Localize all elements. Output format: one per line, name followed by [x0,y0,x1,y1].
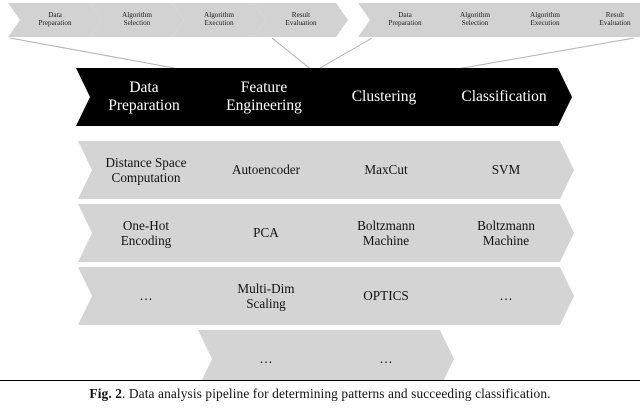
stage-row: Data Preparation Feature Engineering Clu… [0,68,640,126]
mini-right-step-3-line1: Algorithm [530,11,560,20]
mini-left-step-4-line1: Result [291,11,311,20]
method-one-hot-encoding[interactable]: One-Hot Encoding [78,204,214,262]
stage-feature-engineering-line2: Engineering [226,97,302,114]
figure-panel: Data Preparation Algorithm Selection Alg… [0,3,640,381]
mini-right-step-2-line2: Selection [461,19,489,27]
method-r4c2-line1: … [259,351,273,367]
stage-feature-engineering[interactable]: Feature Engineering [196,68,332,126]
mini-right-step-4-line1: Result [605,11,625,20]
mini-right-step-4[interactable]: Result Evaluation [568,3,640,37]
connector-right-outer [439,37,635,73]
stage-data-preparation-line1: Data [129,79,159,97]
mini-left-step-1-line1: Data [48,11,62,20]
mini-left-step-3-line2: Execution [204,19,234,27]
mini-right-step-2-line1: Algorithm [460,11,490,20]
mini-right-step-1-line1: Data [398,11,412,20]
figure-caption: Fig. 2. Data analysis pipeline for deter… [0,386,640,402]
mini-left-step-3[interactable]: Algorithm Execution [172,3,266,37]
mini-left-step-4[interactable]: Result Evaluation [254,3,348,37]
method-row-3: … Multi-Dim Scaling OPTICS … [0,267,640,325]
mini-left-step-3-line1: Algorithm [204,11,234,20]
method-r1c4-line1: SVM [491,162,521,178]
method-ellipsis-data-preparation[interactable]: … [78,267,214,325]
method-ellipsis-clustering[interactable]: … [318,330,454,380]
method-r2c4-line1: Boltzmann [477,217,535,233]
connector-left-inner [271,37,314,72]
method-r1c3-line1: MaxCut [364,162,408,178]
method-r3c1-line1: … [139,288,153,304]
method-r2c1-line2: Encoding [120,233,172,248]
method-r3c2-line2: Scaling [246,296,286,311]
connector-lines [9,37,635,73]
method-ellipsis-feature-engineering[interactable]: … [198,330,334,380]
method-r4c3-line1: … [379,351,393,367]
stage-data-preparation-line2: Preparation [108,97,180,114]
method-r3c2-line1: Multi-Dim [237,280,295,296]
method-boltzmann-machine-classification[interactable]: Boltzmann Machine [438,204,574,262]
method-row-4: … … [0,330,640,380]
method-r1c1-line1: Distance Space [105,154,187,170]
method-r1c2-line1: Autoencoder [231,162,301,178]
method-optics[interactable]: OPTICS [318,267,454,325]
method-svm[interactable]: SVM [438,141,574,199]
stage-clustering-line1: Clustering [351,88,417,106]
method-r2c1-line1: One-Hot [122,217,170,233]
method-distance-space-computation[interactable]: Distance Space Computation [78,141,214,199]
method-r1c1-line2: Computation [111,170,181,185]
mini-right-step-3-line2: Execution [530,19,560,27]
connector-right-inner [314,37,373,72]
stage-classification-line1: Classification [461,88,547,106]
stage-clustering[interactable]: Clustering [316,68,452,126]
stage-data-preparation[interactable]: Data Preparation [76,68,212,126]
mini-left-step-1[interactable]: Data Preparation [8,3,102,37]
mini-left-step-1-line2: Preparation [38,19,72,27]
method-r2c3-line1: Boltzmann [357,217,415,233]
method-pca[interactable]: PCA [198,204,334,262]
method-boltzmann-machine-clustering[interactable]: Boltzmann Machine [318,204,454,262]
method-r2c3-line2: Machine [362,233,410,248]
mini-left-step-2-line2: Selection [123,19,151,27]
method-row-2: One-Hot Encoding PCA Boltzmann Machine B… [0,204,640,262]
stage-classification[interactable]: Classification [436,68,572,126]
figure-caption-text: . Data analysis pipeline for determining… [122,386,551,401]
mini-left-step-2-line1: Algorithm [122,11,152,20]
mini-right-step-4-line2: Evaluation [599,19,631,27]
method-row-1: Distance Space Computation Autoencoder M… [0,141,640,199]
mini-right-step-1-line2: Preparation [388,19,422,27]
figure-caption-number: Fig. 2 [89,386,123,401]
method-r3c4-line1: … [499,288,513,304]
mini-left-step-4-line2: Evaluation [285,19,317,27]
method-multi-dim-scaling[interactable]: Multi-Dim Scaling [198,267,334,325]
method-r3c3-line1: OPTICS [363,288,409,304]
stage-feature-engineering-line1: Feature [240,79,288,97]
method-r2c2-line1: PCA [253,225,279,241]
method-autoencoder[interactable]: Autoencoder [198,141,334,199]
method-ellipsis-classification[interactable]: … [438,267,574,325]
connector-left-outer [9,37,197,73]
method-r2c4-line2: Machine [482,233,530,248]
mini-left-step-2[interactable]: Algorithm Selection [90,3,184,37]
method-maxcut[interactable]: MaxCut [318,141,454,199]
